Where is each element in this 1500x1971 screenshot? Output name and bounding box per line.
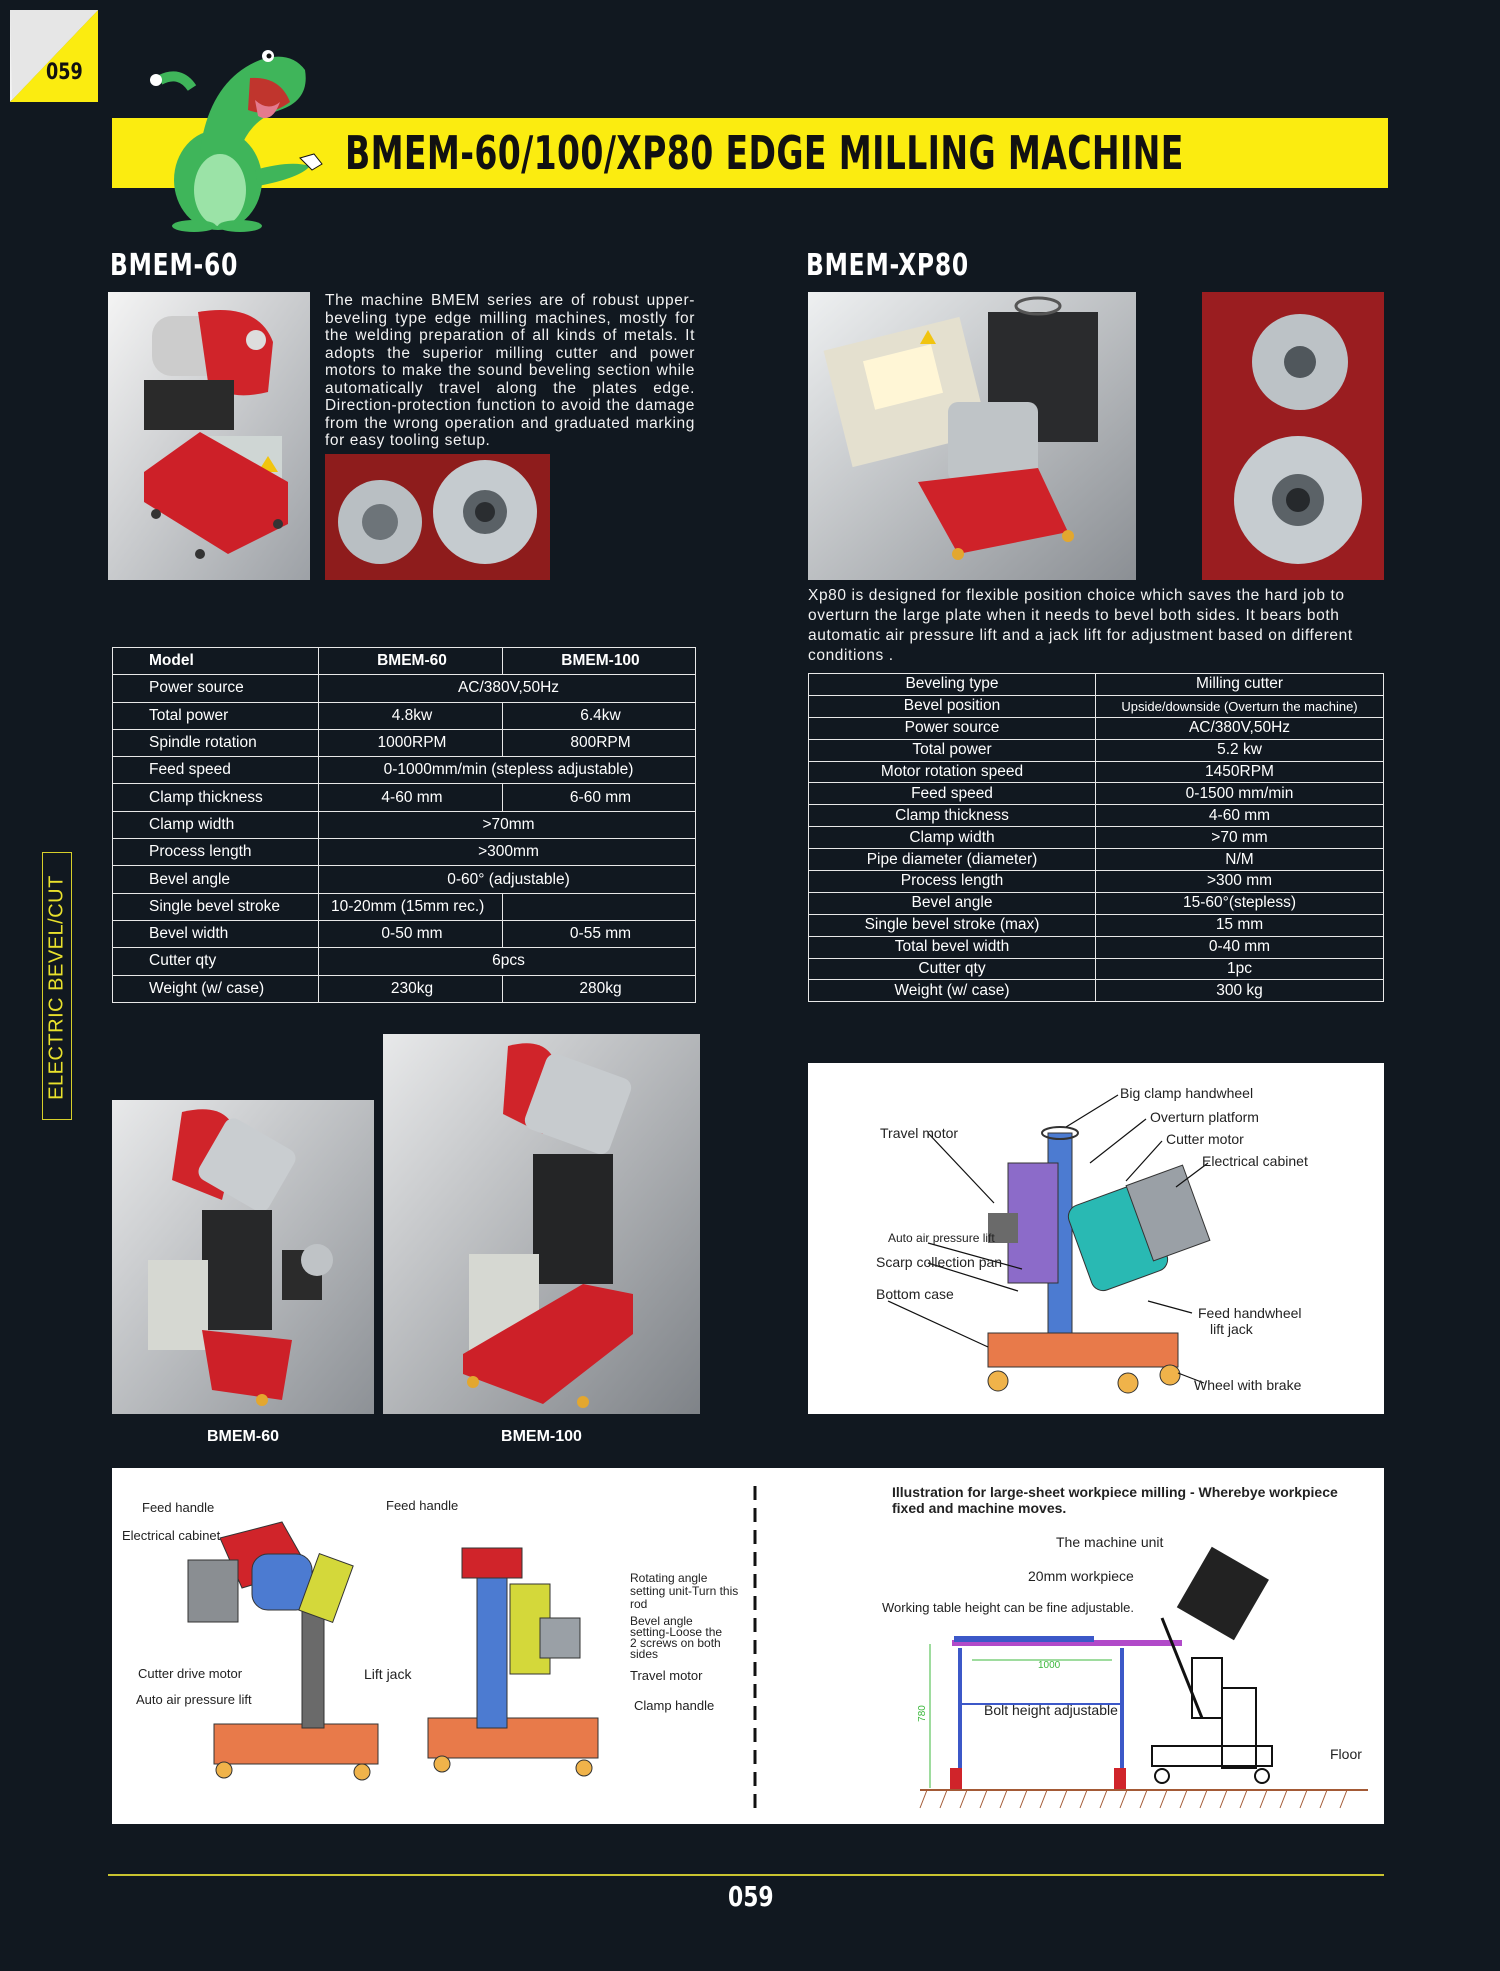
label-dim-780: 780	[916, 1705, 928, 1722]
label-air-lift: Auto air pressure lift	[888, 1231, 995, 1245]
footer-divider	[108, 1874, 1384, 1876]
table-row: Single bevel stroke (max)15 mm	[808, 913, 1384, 937]
label-feed-handwheel: Feed handwheel	[1198, 1305, 1302, 1321]
label-cutter-drive: Cutter drive motor	[138, 1666, 243, 1681]
label-rotating: Rotating angle setting unit-Turn this ro…	[630, 1571, 739, 1611]
label-cutter-motor: Cutter motor	[1166, 1131, 1244, 1147]
bmem60-description: The machine BMEM series are of robust up…	[325, 292, 695, 449]
label-floor: Floor	[1330, 1746, 1362, 1762]
bmem60-machine-photo	[108, 292, 310, 580]
bmem60-heading: BMEM-60	[110, 248, 239, 283]
table-row: Process length>300 mm	[808, 870, 1384, 893]
label-overturn: Overturn platform	[1150, 1109, 1259, 1125]
label-travel-motor-left: Travel motor	[630, 1668, 703, 1683]
side-label-frame	[42, 852, 72, 1120]
label-scarp: Scarp collection pan	[876, 1254, 1003, 1270]
label-big-clamp: Big clamp handwheel	[1120, 1085, 1254, 1101]
table-row: Clamp width>70 mm	[808, 826, 1384, 850]
label-travel-motor: Travel motor	[880, 1125, 959, 1141]
label-cabinet: Electrical cabinet	[1202, 1153, 1308, 1169]
table-row: Pipe diameter (diameter)N/M	[808, 848, 1384, 872]
xp80-cutter-photo	[1202, 292, 1384, 580]
label-workpiece: 20mm workpiece	[1028, 1568, 1134, 1584]
xp80-machine-photo	[808, 292, 1136, 580]
label-air-lift-left: Auto air pressure lift	[136, 1692, 252, 1707]
table-row: Weight (w/ case)300 kg	[808, 979, 1384, 1003]
assembly-illustration-panel: Feed handle Electrical cabinet Cutter dr…	[112, 1468, 1384, 1824]
xp80-heading: BMEM-XP80	[806, 248, 969, 283]
label-table-height: Working table height can be fine adjusta…	[882, 1600, 1134, 1615]
label-lift-jack: lift jack	[1210, 1321, 1253, 1337]
label-bolt: Bolt height adjustable	[984, 1702, 1118, 1718]
bmem60-side-photo	[112, 1100, 374, 1414]
label-dim-1000: 1000	[1038, 1660, 1061, 1671]
illustration-title: Illustration for large-sheet workpiece m…	[892, 1484, 1338, 1516]
xp80-parts-diagram: Big clamp handwheel Overturn platform Tr…	[808, 1063, 1384, 1414]
title-banner	[112, 118, 1388, 188]
label-clamp-handle: Clamp handle	[634, 1698, 715, 1713]
page-corner-tab	[10, 10, 98, 102]
table-row: Process length>300mm	[112, 838, 696, 867]
table-row: Clamp width>70mm	[112, 810, 696, 840]
bmem100-side-photo	[383, 1034, 700, 1414]
page-title: BMEM-60/100/XP80 EDGE MILLING MACHINE	[345, 126, 1184, 180]
page-number-bottom: 059	[728, 1880, 774, 1913]
table-row: Model BMEM-60 BMEM-100	[112, 646, 696, 676]
label-feed-handle-1: Feed handle	[142, 1500, 215, 1515]
bmem60-cutter-photo	[325, 454, 550, 580]
label-wheel-brake: Wheel with brake	[1194, 1377, 1302, 1393]
label-bottom-case: Bottom case	[876, 1286, 954, 1302]
label-feed-handle-2: Feed handle	[386, 1498, 459, 1513]
caption-bmem100: BMEM-100	[501, 1428, 582, 1445]
dinosaur-mascot	[140, 40, 330, 232]
xp80-description: Xp80 is designed for flexible position c…	[808, 587, 1353, 664]
label-bevel-setting: Bevel angle setting-Loose the 2 screws o…	[630, 1614, 723, 1661]
label-cabinet-left: Electrical cabinet	[122, 1528, 221, 1543]
label-machine-unit: The machine unit	[1056, 1534, 1164, 1550]
side-label: ELECTRIC BEVEL/CUT	[45, 875, 68, 1100]
label-lift-jack-left: Lift jack	[364, 1666, 412, 1682]
page-number-top: 059	[46, 60, 83, 85]
caption-bmem60: BMEM-60	[206, 1428, 279, 1445]
